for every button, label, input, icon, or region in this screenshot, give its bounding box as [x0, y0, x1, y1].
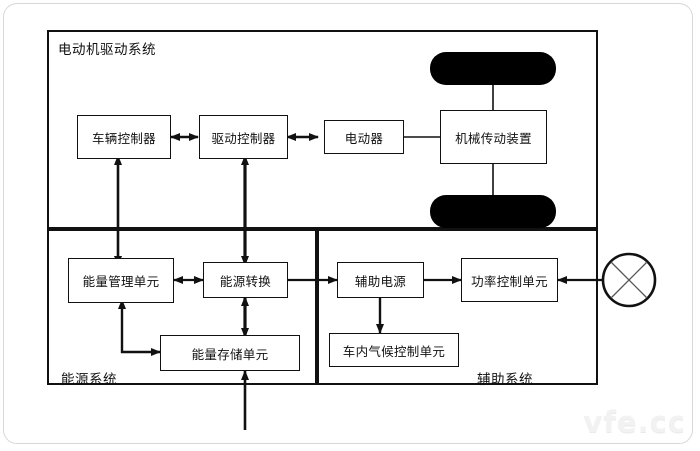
section-label-drive-system: 电动机驱动系统	[58, 38, 156, 58]
box-energy-conversion-label: 能源转换	[219, 273, 272, 289]
wheel-bottom-icon	[430, 195, 556, 228]
box-motor-label: 电动器	[344, 130, 384, 146]
section-drive-system	[47, 30, 598, 229]
box-energy-management[interactable]: 能量管理单元	[68, 258, 174, 303]
box-energy-conversion[interactable]: 能源转换	[203, 262, 288, 298]
box-vehicle-controller[interactable]: 车辆控制器	[77, 115, 171, 159]
wheel-top-icon	[430, 52, 556, 85]
steering-wheel-icon	[601, 252, 657, 308]
box-motor[interactable]: 电动器	[324, 120, 404, 154]
link-energy-management-energy-storage	[118, 299, 161, 356]
box-drive-controller-label: 驱动控制器	[211, 130, 276, 146]
section-label-drive-system-text: 电动机驱动系统	[58, 42, 156, 58]
section-auxiliary-system	[317, 229, 598, 385]
watermark: vfe.cc	[583, 405, 686, 439]
watermark-text: vfe.cc	[583, 405, 686, 439]
box-climate-control[interactable]: 车内气候控制单元	[329, 333, 459, 367]
box-mechanical-transmission-label: 机械传动装置	[455, 130, 532, 146]
box-power-control[interactable]: 功率控制单元	[461, 258, 558, 302]
box-energy-storage-label: 能量存储单元	[191, 346, 269, 362]
section-energy-system	[47, 229, 317, 385]
box-climate-control-label: 车内气候控制单元	[342, 343, 446, 359]
section-label-energy-system: 能源系统	[61, 368, 117, 388]
box-energy-storage[interactable]: 能量存储单元	[160, 335, 300, 371]
box-mechanical-transmission[interactable]: 机械传动装置	[440, 110, 547, 164]
section-label-energy-system-text: 能源系统	[61, 372, 117, 388]
box-drive-controller[interactable]: 驱动控制器	[199, 115, 288, 159]
section-label-auxiliary-system-text: 辅助系统	[477, 372, 533, 388]
box-auxiliary-power[interactable]: 辅助电源	[337, 262, 424, 298]
section-label-auxiliary-system: 辅助系统	[477, 368, 533, 388]
box-vehicle-controller-label: 车辆控制器	[91, 130, 156, 146]
box-energy-management-label: 能量管理单元	[82, 274, 160, 289]
box-auxiliary-power-label: 辅助电源	[354, 273, 407, 289]
box-power-control-label: 功率控制单元	[471, 273, 548, 289]
